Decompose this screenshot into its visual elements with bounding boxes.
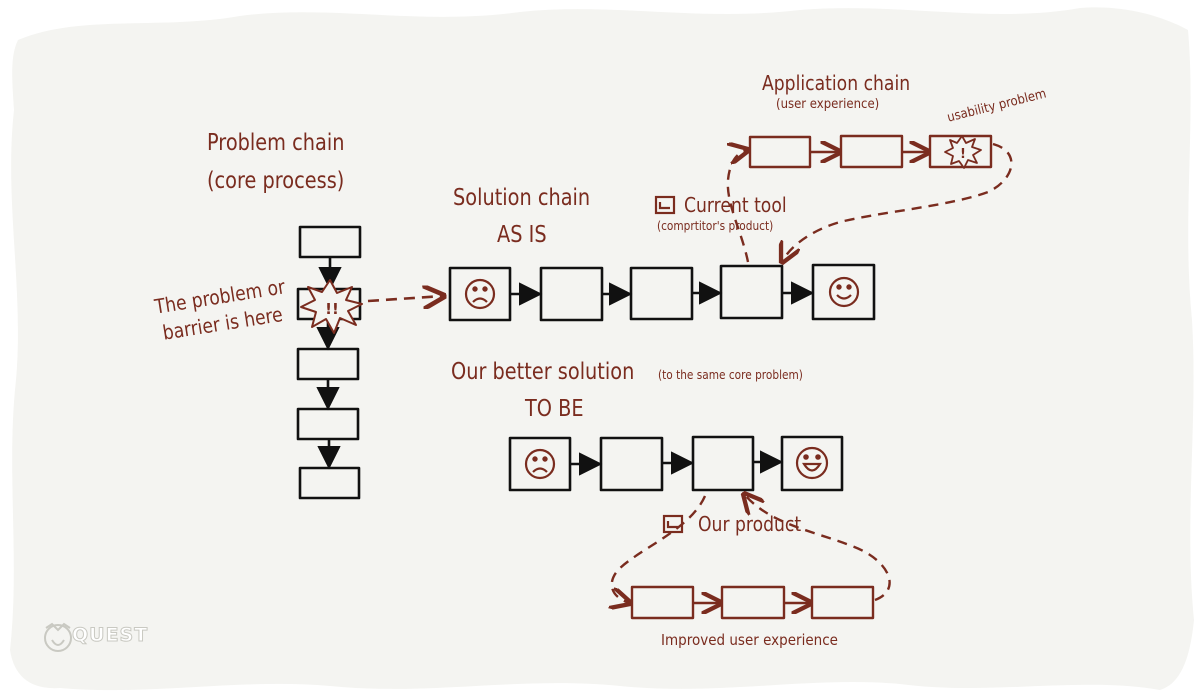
burst-icon: !! (300, 279, 363, 334)
svg-text:!: ! (960, 147, 966, 162)
problem-chain-subtitle: (core process) (207, 168, 345, 194)
smile-face-icon (828, 276, 860, 308)
solution-chain-to-be (508, 435, 844, 492)
product-box-icon (662, 514, 684, 534)
usability-burst-icon: ! (944, 135, 982, 169)
ux-to-product-arrow (744, 494, 891, 602)
svg-text:!!: !! (325, 300, 339, 318)
app-to-tool-arrow (782, 142, 1013, 262)
solution-chain-as-is (448, 263, 876, 322)
paper-background (10, 7, 1194, 691)
to-be-sad-face-icon (524, 448, 556, 480)
our-product-label: Our product (698, 512, 802, 536)
quest-logo-icon (44, 622, 72, 652)
problem-step-1 (298, 225, 362, 259)
application-chain-title: Application chain (762, 71, 911, 95)
solution-as-is-subtitle: AS IS (497, 222, 547, 248)
tool-to-app-arrow (726, 150, 748, 263)
solution-as-is-title: Solution chain (453, 185, 591, 211)
sad-face-icon (464, 278, 496, 310)
better-solution-title: Our better solution (451, 359, 635, 385)
improved-ux-label: Improved user experience (661, 631, 838, 649)
current-tool-label: Current tool (684, 193, 787, 217)
problem-chain-title: Problem chain (207, 130, 345, 156)
application-chain-subtitle: (user experience) (776, 97, 880, 112)
quest-logo-text: QUEST (71, 624, 149, 647)
to-be-title: TO BE (525, 396, 584, 422)
improved-ux-chain (630, 585, 875, 620)
to-be-step-1 (508, 436, 572, 492)
current-tool-box-icon (654, 195, 676, 215)
big-smile-face-icon (795, 446, 829, 480)
product-to-ux-arrow (612, 495, 707, 603)
as-is-step-1 (448, 266, 512, 322)
better-solution-subtitle: (to the same core problem) (658, 368, 803, 382)
current-tool-sublabel: (comprtitor's product) (657, 219, 774, 233)
problem-to-solution-arrow (367, 296, 444, 301)
